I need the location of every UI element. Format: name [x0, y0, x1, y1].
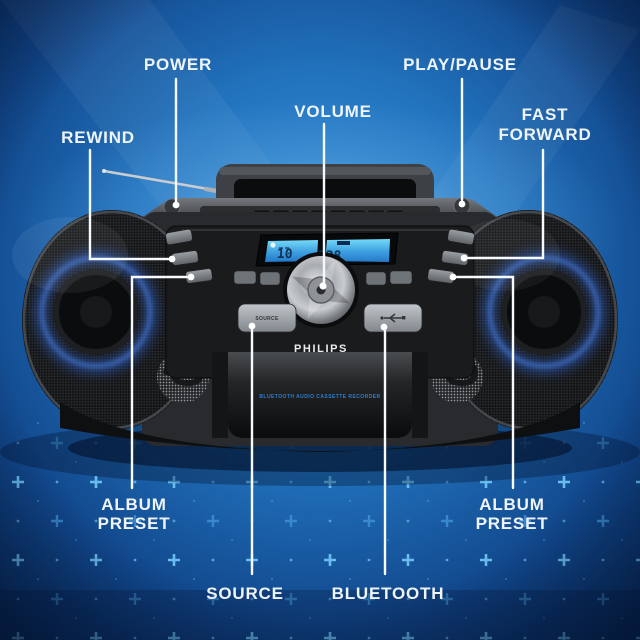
label-volume: VOLUME [294, 102, 372, 121]
label-power: POWER [144, 55, 212, 74]
label-play-pause: PLAY/PAUSE [403, 55, 517, 74]
label-fast-forward-line1: FAST [522, 105, 569, 124]
label-album-preset-right-line2: PRESET [476, 514, 549, 533]
leader-line-rewind [88, 148, 170, 261]
label-source: SOURCE [206, 584, 284, 603]
callout-dot-play-pause [458, 200, 466, 208]
callout-dot-rewind [168, 255, 176, 263]
label-rewind: REWIND [61, 128, 135, 147]
callouts: POWER PLAY/PAUSE VOLUME REWIND FAST FORW… [61, 55, 591, 603]
leader-line-album-preset-right [455, 275, 515, 490]
callout-dot-album-preset-right [449, 273, 457, 281]
label-album-preset-right-line1: ALBUM [479, 495, 544, 514]
label-bluetooth: BLUETOOTH [332, 584, 445, 603]
leader-line-album-preset-left [130, 275, 189, 490]
callout-dot-fast-forward [460, 254, 468, 262]
label-album-preset-left-line1: ALBUM [101, 495, 166, 514]
label-album-preset-left-line2: PRESET [98, 514, 171, 533]
bottom-shade [0, 590, 640, 640]
label-fast-forward-line2: FORWARD [498, 125, 591, 144]
callout-dot-power [172, 201, 180, 209]
callout-dot-source [248, 322, 256, 330]
callout-dot-volume [319, 282, 327, 290]
leader-line-fast-forward [466, 148, 545, 260]
callout-dot-bluetooth [380, 323, 388, 331]
callout-dot-album-preset-left [187, 273, 195, 281]
